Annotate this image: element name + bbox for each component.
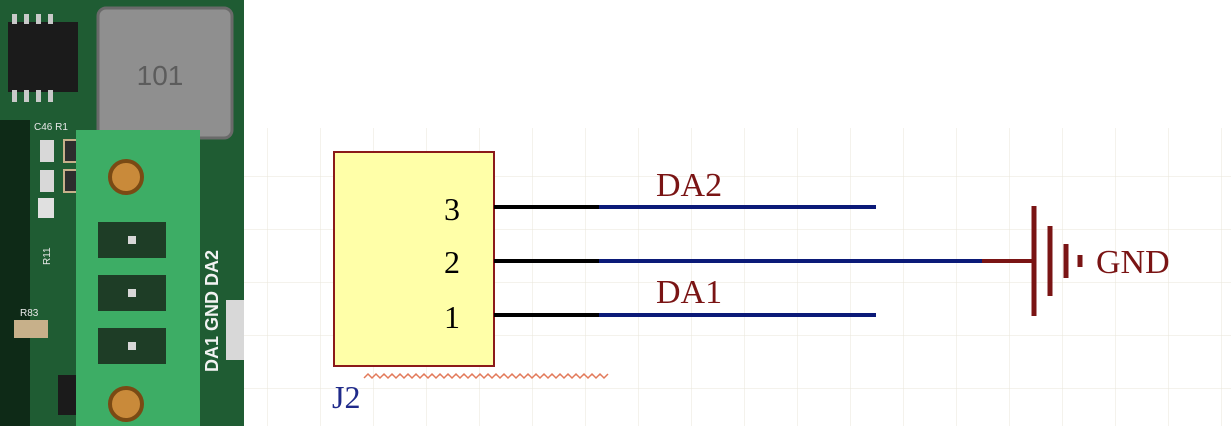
silkscreen-ref: C46 R1 (34, 122, 68, 133)
net-label-da2[interactable]: DA2 (656, 167, 722, 204)
net-label-da1[interactable]: DA1 (656, 274, 722, 311)
terminal-screws (128, 236, 136, 350)
ic-pins (12, 14, 53, 102)
pin-number-1: 1 (444, 299, 460, 335)
mounting-hole-bottom (108, 386, 144, 422)
connector-body[interactable] (333, 151, 495, 367)
pin-number-2: 2 (444, 244, 460, 280)
schematic-sheet: 3 2 1 DA2 DA1 GND J2 (244, 128, 1231, 426)
resistor-ref-2: R83 (20, 308, 39, 319)
pin-number-3: 3 (444, 191, 460, 227)
pcb-photo: 101 C46 R1 R11 R83 DA1 GND DA2 (0, 0, 244, 426)
component-designator[interactable]: J2 (332, 379, 360, 415)
connector-silkscreen: DA1 GND DA2 (202, 250, 222, 372)
gnd-power-port[interactable] (982, 206, 1083, 316)
gnd-label: GND (1096, 244, 1170, 281)
board-edge-part (226, 300, 244, 360)
mounting-hole-top (108, 159, 144, 195)
ic-chip (8, 22, 78, 92)
inductor-marking: 101 (137, 60, 184, 91)
pcb-shadow (0, 120, 30, 426)
error-squiggle (363, 372, 609, 380)
resistor-ref: R11 (42, 247, 53, 265)
